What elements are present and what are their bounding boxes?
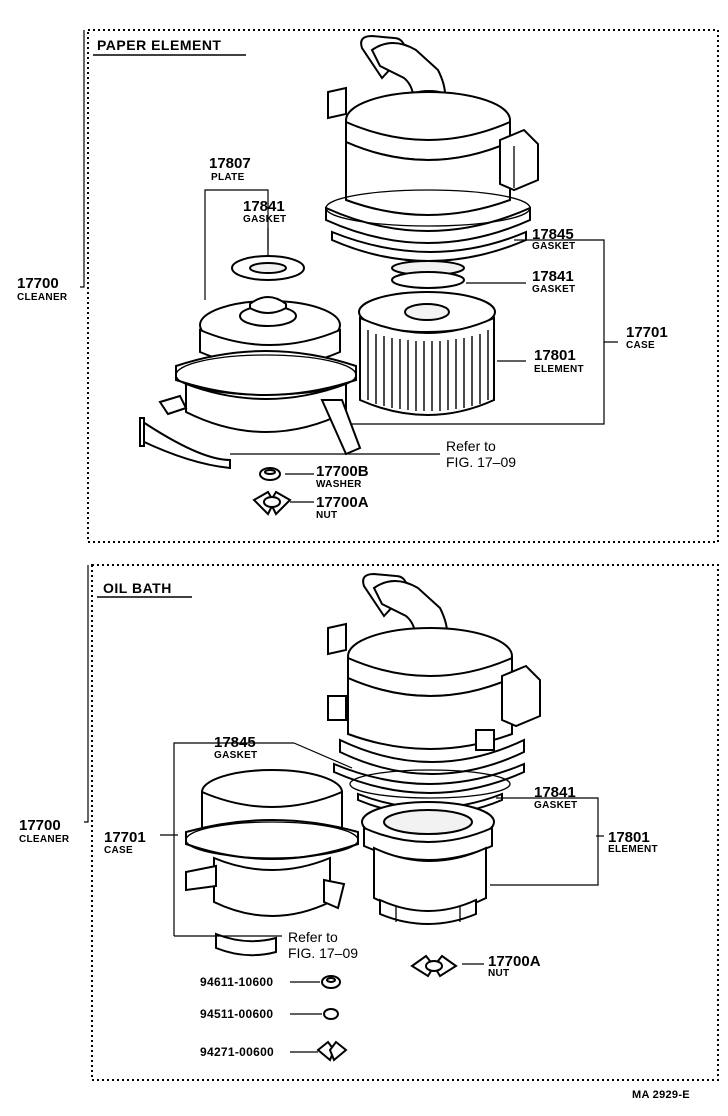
oil-gasket-number: 17841 <box>534 784 576 801</box>
case-number: 17701 <box>626 324 668 341</box>
lower-case-paper <box>139 296 362 470</box>
oil-gasket-case-name: GASKET <box>214 750 257 761</box>
washer-name: WASHER <box>316 479 362 490</box>
paper-cleaner-name: CLEANER <box>17 292 68 303</box>
gasket-case-name: GASKET <box>532 241 575 252</box>
oil-case-number: 17701 <box>104 829 146 846</box>
nut-number: 17700A <box>316 494 369 511</box>
oil-upper-assembly <box>327 572 541 816</box>
gasket-mid-name: GASKET <box>532 284 575 295</box>
oil-leader-lines <box>84 565 604 1053</box>
oil-case-name: CASE <box>104 845 133 856</box>
wing-nut-17700a <box>252 490 292 516</box>
section-title-oil: OIL BATH <box>103 580 172 596</box>
element-name: ELEMENT <box>534 364 584 375</box>
oil-bath-element <box>361 801 495 925</box>
plate-name: PLATE <box>211 172 245 183</box>
part-94271: 94271-00600 <box>200 1045 274 1059</box>
nut-name: NUT <box>316 510 337 521</box>
oil-refer-line1: Refer to <box>288 929 338 945</box>
oil-bath-case <box>185 769 359 957</box>
paper-leader-lines <box>80 30 618 503</box>
paper-filter-element <box>358 291 496 416</box>
gasket-top-name: GASKET <box>243 214 286 225</box>
oil-element-number: 17801 <box>608 829 650 846</box>
oil-gasket-name: GASKET <box>534 800 577 811</box>
paper-element-section: PAPER ELEMENT <box>17 29 719 543</box>
case-name: CASE <box>626 340 655 351</box>
oil-bath-section: OIL BATH <box>19 564 719 1081</box>
gasket-case-number: 17845 <box>532 226 574 243</box>
oil-nut-number: 17700A <box>488 953 541 970</box>
oil-small-parts <box>316 954 458 1062</box>
upper-cleaner-assembly <box>325 34 539 289</box>
figure-code: MA 2929-E <box>632 1089 690 1101</box>
oil-cleaner-name: CLEANER <box>19 834 70 845</box>
oil-element-name: ELEMENT <box>608 844 658 855</box>
part-94511: 94511-00600 <box>200 1007 273 1021</box>
oil-refer-line2: FIG. 17–09 <box>288 945 358 961</box>
element-number: 17801 <box>534 347 576 364</box>
oil-cleaner-number: 17700 <box>19 817 61 834</box>
paper-refer-line2: FIG. 17–09 <box>446 454 516 470</box>
plate-number: 17807 <box>209 155 251 172</box>
oil-nut-name: NUT <box>488 968 509 979</box>
washer-number: 17700B <box>316 463 369 480</box>
oil-gasket-case-number: 17845 <box>214 734 256 751</box>
part-94611: 94611-10600 <box>200 975 273 989</box>
gasket-mid-number: 17841 <box>532 268 574 285</box>
washer-17700b <box>259 467 281 481</box>
gasket-top-number: 17841 <box>243 198 285 215</box>
gasket-17841-top <box>231 255 305 281</box>
paper-cleaner-number: 17700 <box>17 275 59 292</box>
section-title-paper: PAPER ELEMENT <box>97 37 221 53</box>
paper-refer-line1: Refer to <box>446 438 496 454</box>
